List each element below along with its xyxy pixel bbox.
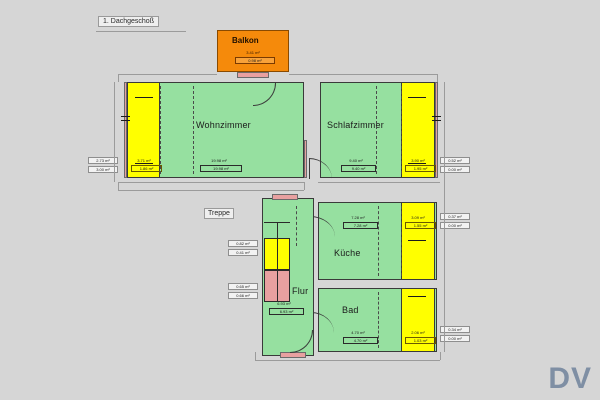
flur-bottom-wall (280, 352, 306, 358)
room-bad-niche (401, 289, 435, 351)
window-schlafzimmer-right-b (432, 120, 441, 121)
balkon-threshold-wall (237, 72, 269, 78)
area-top-bad-niche: 2.06 m² (411, 330, 425, 335)
area-box-kueche-niche: 1.55 m² (405, 222, 436, 229)
area-top-balkon: 3.41 m² (246, 50, 260, 55)
wohnzimmer-left-wall (124, 82, 127, 178)
title-underline (96, 31, 186, 32)
callout-treppe-upper-top: 0.82 m² (228, 240, 258, 247)
area-box-bad-niche: 1.03 m² (405, 337, 436, 344)
dim-tick-bottom-left (255, 352, 256, 360)
window-wohnzimmer-left-a (121, 116, 130, 117)
plan-title: 1. Dachgeschoß (98, 16, 159, 27)
area-box-wohnzimmer-niche: 1.86 m² (131, 165, 162, 172)
window-wohnzimmer-top (135, 97, 153, 98)
dim-line-wohnzimmer-bottom (118, 182, 304, 183)
callout-right-schlafzimmer-bottom: 0.00 m² (440, 166, 470, 173)
window-wohnzimmer-left-b (121, 120, 130, 121)
dim-line-top-right (289, 74, 437, 75)
dim-tick-top-right (437, 74, 438, 82)
area-box-bad: 4.70 m² (343, 337, 378, 344)
kueche-niche-dash (401, 206, 402, 276)
window-schlafzimmer-bottom (408, 163, 426, 164)
dim-line-bottom (255, 360, 440, 361)
window-schlafzimmer-right-a (432, 116, 441, 117)
flur-top-wall (272, 194, 298, 200)
dim-tick-wz-right (304, 182, 305, 190)
callout-right-kueche-bottom: 0.00 m² (440, 222, 470, 229)
dim-line-right-vertical (444, 82, 445, 352)
callout-right-bad-top: 0.34 m² (440, 326, 470, 333)
window-schlafzimmer-top (408, 97, 426, 98)
dim-line-top-left (118, 74, 217, 75)
dim-tick-bottom-right (440, 352, 441, 360)
callout-treppe-upper-bottom: 0.41 m² (228, 249, 258, 256)
window-bad-right (408, 296, 426, 297)
room-balkon (217, 30, 289, 72)
room-label-balkon: Balkon (232, 36, 259, 45)
callout-treppe-lower-top: 0.65 m² (228, 283, 258, 290)
callout-right-schlafzimmer-top: 0.52 m² (440, 157, 470, 164)
callout-treppe-lower-bottom: 0.66 m² (228, 292, 258, 299)
dim-line-wohnzimmer-bottom-2 (118, 190, 304, 191)
schlafzimmer-right-wall (435, 82, 438, 178)
area-box-wohnzimmer: 19.98 m² (200, 165, 242, 172)
label-treppe: Treppe (204, 208, 234, 219)
dim-line-left-vertical (114, 82, 115, 182)
schlafzimmer-axis-dash (376, 86, 377, 174)
area-top-wohnzimmer-niche: 3.71 m² (137, 158, 151, 163)
room-label-wohnzimmer: Wohnzimmer (196, 120, 251, 130)
schlafzimmer-niche-dash (401, 86, 402, 174)
area-top-wohnzimmer: 19.98 m² (211, 158, 227, 163)
area-box-schlafzimmer: 9.40 m² (341, 165, 376, 172)
window-wohnzimmer-bottom (135, 163, 153, 164)
area-top-schlafzimmer: 9.40 m² (349, 158, 363, 163)
room-label-bad: Bad (342, 305, 359, 315)
stair-center-line (277, 222, 278, 302)
stair-top-edge (264, 222, 290, 223)
area-top-flur: 6.93 m² (277, 301, 291, 306)
room-wohnzimmer-niche (127, 83, 160, 177)
callout-left-wohnzimmer-bottom: 3.00 m² (88, 166, 118, 173)
callout-left-wohnzimmer-top: 2.73 m² (88, 157, 118, 164)
wohnzimmer-axis-dash (193, 86, 194, 174)
area-box-kueche: 7.28 m² (343, 222, 378, 229)
dim-tick-wz-left (118, 182, 119, 190)
bad-axis-dash (378, 292, 379, 348)
dim-tick-top-left (118, 74, 119, 82)
dim-line-schlaf-bottom (318, 182, 440, 183)
area-box-balkon: 0.98 m² (235, 57, 275, 64)
callout-right-bad-bottom: 0.00 m² (440, 335, 470, 342)
area-box-schlafzimmer-niche: 1.95 m² (405, 165, 436, 172)
schlafzimmer-left-wall (304, 140, 307, 178)
area-top-schlafzimmer-niche: 3.90 m² (411, 158, 425, 163)
room-label-schlafzimmer: Schlafzimmer (327, 120, 384, 130)
wohnzimmer-niche-dash (160, 86, 161, 174)
area-box-flur: 6.93 m² (269, 308, 304, 315)
callout-right-kueche-top: 0.37 m² (440, 213, 470, 220)
kueche-axis-dash (378, 206, 379, 276)
area-top-kueche-niche: 3.09 m² (411, 215, 425, 220)
room-label-flur: Flur (292, 286, 309, 296)
flur-axis-dash (296, 206, 297, 246)
area-top-bad: 4.70 m² (351, 330, 365, 335)
room-label-kueche: Küche (334, 248, 361, 258)
window-kueche-right (408, 240, 426, 241)
watermark-logo: DV (548, 362, 592, 395)
area-top-kueche: 7.28 m² (351, 215, 365, 220)
